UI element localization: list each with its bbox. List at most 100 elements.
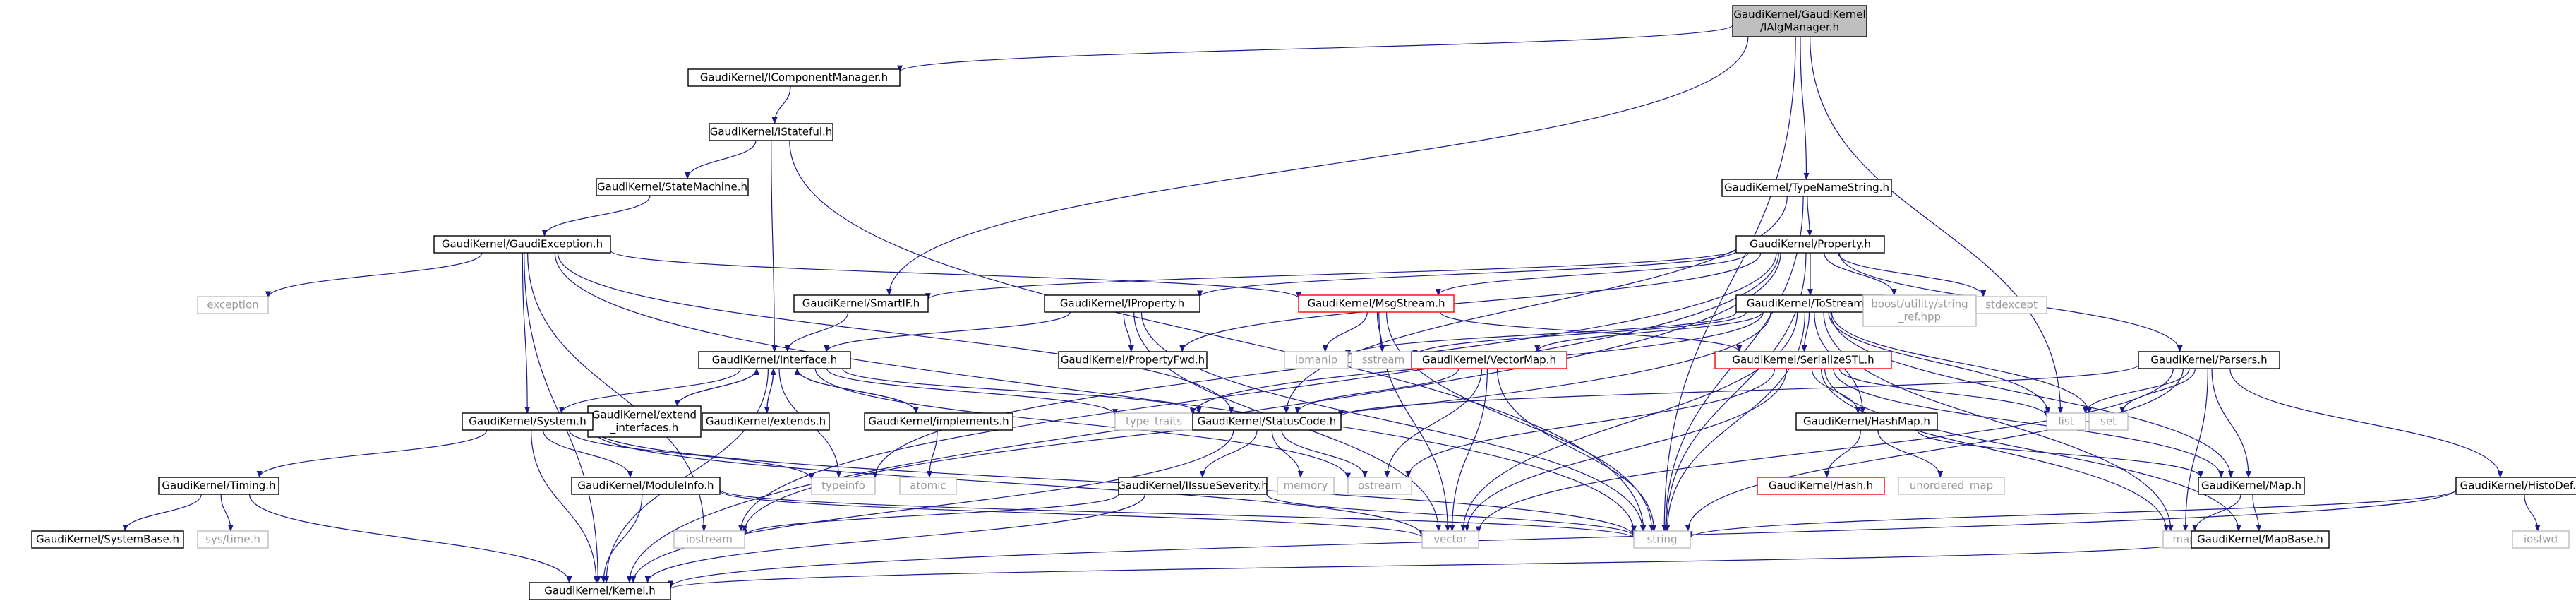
node-hash[interactable]: GaudiKernel/Hash.h [1757,477,1885,495]
edge-iproperty-to-propertyfwd [1123,311,1134,352]
edge-parsers-to-map [2182,368,2208,532]
edge-gaudiexception-to-msgstream [610,250,1301,299]
node-exception: exception [197,296,269,314]
node-moduleinfo[interactable]: GaudiKernel/ModuleInfo.h [571,477,721,495]
edge-msgstream-to-string [1385,311,1655,532]
node-vector-label: vector [1433,533,1467,546]
node-typenamestring[interactable]: GaudiKernel/TypeNameString.h [1721,179,1892,197]
node-typeinfo: typeinfo [811,477,876,495]
node-iostream-label: iostream [686,533,733,546]
node-icomponentmanager[interactable]: GaudiKernel/IComponentManager.h [687,68,901,87]
edge-tostream-to-iomanip [1345,311,1737,357]
node-typetraits: type_traits [1114,412,1193,431]
edge-tostream-to-set [1831,311,2092,415]
node-issueseverity[interactable]: GaudiKernel/IIssueSeverity.h [1117,477,1268,495]
node-kernel[interactable]: GaudiKernel/Kernel.h [529,582,671,600]
node-exception-box [197,296,269,314]
edge-system-to-typeinfo [568,429,814,480]
node-statemachine-box [596,178,749,196]
node-histodef[interactable]: GaudiKernel/HistoDef.h [2455,477,2576,495]
node-ialgmanager-box [1732,5,1867,37]
node-mapbase[interactable]: GaudiKernel/MapBase.h [2191,530,2330,549]
node-map_h-box [2198,477,2305,495]
node-hash-label: GaudiKernel/Hash.h [1769,479,1873,492]
node-interface-label: GaudiKernel/Interface.h [712,354,838,366]
node-boostref: boost/utility/string_ref.hpp [1862,294,1977,327]
node-implements-box [864,412,1013,431]
node-typeinfo-label: typeinfo [821,479,865,492]
node-statemachine-label: GaudiKernel/StateMachine.h [597,181,747,193]
edge-map_h-to-mapbase [2252,494,2262,532]
node-smartif[interactable]: GaudiKernel/SmartIF.h [793,294,929,313]
edge-tostream-to-sstream [1412,311,1747,357]
node-extends-box [702,412,830,431]
node-timing[interactable]: GaudiKernel/Timing.h [158,477,279,495]
node-atomic: atomic [899,477,957,495]
node-statuscode[interactable]: GaudiKernel/StatusCode.h [1192,412,1342,431]
node-sstream: sstream [1351,351,1416,369]
node-gaudiexception-label: GaudiKernel/GaudiException.h [442,238,603,251]
node-sstream-box [1351,351,1416,369]
node-serializestl[interactable]: GaudiKernel/SerializeSTL.h [1714,351,1892,369]
node-vectormap[interactable]: GaudiKernel/VectorMap.h [1411,351,1567,369]
node-issueseverity-label: GaudiKernel/IIssueSeverity.h [1117,479,1268,492]
node-timing-box [158,477,279,495]
node-vectormap-label: GaudiKernel/VectorMap.h [1422,354,1556,366]
node-histodef-label: GaudiKernel/HistoDef.h [2460,479,2576,492]
node-extendinterfaces[interactable]: GaudiKernel/extend_interfaces.h [587,405,702,438]
node-hashmap[interactable]: GaudiKernel/HashMap.h [1795,412,1938,431]
edge-property-to-stdexcept [1838,252,1987,297]
edge-icomponentmanager-to-istateful [771,85,791,124]
edge-hashmap-to-hash [1824,429,1862,478]
node-statemachine[interactable]: GaudiKernel/StateMachine.h [596,178,749,196]
node-statuscode-box [1192,412,1342,431]
edge-istateful-to-statemachine [685,140,757,179]
node-extends[interactable]: GaudiKernel/extends.h [702,412,830,431]
node-propertyfwd[interactable]: GaudiKernel/PropertyFwd.h [1058,351,1208,369]
edge-parsers-to-string [1685,368,2184,532]
node-hash-box [1757,477,1885,495]
edge-statuscode-to-issueseverity [1199,429,1258,478]
node-icomponentmanager-label: GaudiKernel/IComponentManager.h [700,71,888,84]
node-icomponentmanager-box [687,68,901,87]
node-tostream-label: GaudiKernel/ToStream.h [1747,297,1874,310]
node-memory-box [1277,477,1335,495]
edge-histodef-to-iosfwd [2524,494,2541,532]
node-msgstream[interactable]: GaudiKernel/MsgStream.h [1298,294,1455,313]
edge-ialgmanager-to-list [1810,36,2064,414]
node-systime-box [197,530,269,549]
node-system[interactable]: GaudiKernel/System.h [462,412,594,431]
node-iproperty[interactable]: GaudiKernel/IProperty.h [1044,294,1200,313]
node-gaudiexception[interactable]: GaudiKernel/GaudiException.h [433,235,611,254]
node-property[interactable]: GaudiKernel/Property.h [1735,235,1885,254]
node-implements[interactable]: GaudiKernel/implements.h [864,412,1013,431]
edge-parsers-to-set [2119,368,2196,414]
node-istateful[interactable]: GaudiKernel/IStateful.h [709,123,833,141]
edge-interface-to-system [558,368,741,414]
edge-gaudiexception-to-exception [265,252,483,299]
node-typenamestring-box [1721,179,1892,197]
node-smartif-box [793,294,929,313]
edge-system-to-timing [256,429,488,478]
node-ialgmanager[interactable]: GaudiKernel/GaudiKernel/IAlgManager.h [1732,5,1867,37]
node-iostream: iostream [673,530,745,549]
node-parsers[interactable]: GaudiKernel/Parsers.h [2138,351,2280,369]
node-ostream-label: ostream [1358,479,1402,492]
node-kernel-box [529,582,671,600]
node-interface[interactable]: GaudiKernel/Interface.h [698,351,851,369]
node-tostream[interactable]: GaudiKernel/ToStream.h [1735,294,1885,313]
node-map_h[interactable]: GaudiKernel/Map.h [2198,477,2305,495]
edge-serializestl-to-ostream [1405,368,1776,478]
edge-parsers-to-statuscode [1338,364,2139,418]
node-system-box [462,412,594,431]
node-iproperty-label: GaudiKernel/IProperty.h [1060,297,1184,310]
edge-histodef-to-string [1687,489,2457,539]
node-iproperty-box [1044,294,1200,313]
node-stdexcept-label: stdexcept [1985,299,2038,311]
edge-statuscode-to-memory [1271,429,1304,478]
edge-property-to-msgstream [1435,252,1749,296]
node-systembase[interactable]: GaudiKernel/SystemBase.h [31,530,184,549]
node-kernel-label: GaudiKernel/Kernel.h [544,585,656,597]
node-extendinterfaces-label: _interfaces.h [610,422,679,435]
node-map_h-label: GaudiKernel/Map.h [2201,479,2301,492]
